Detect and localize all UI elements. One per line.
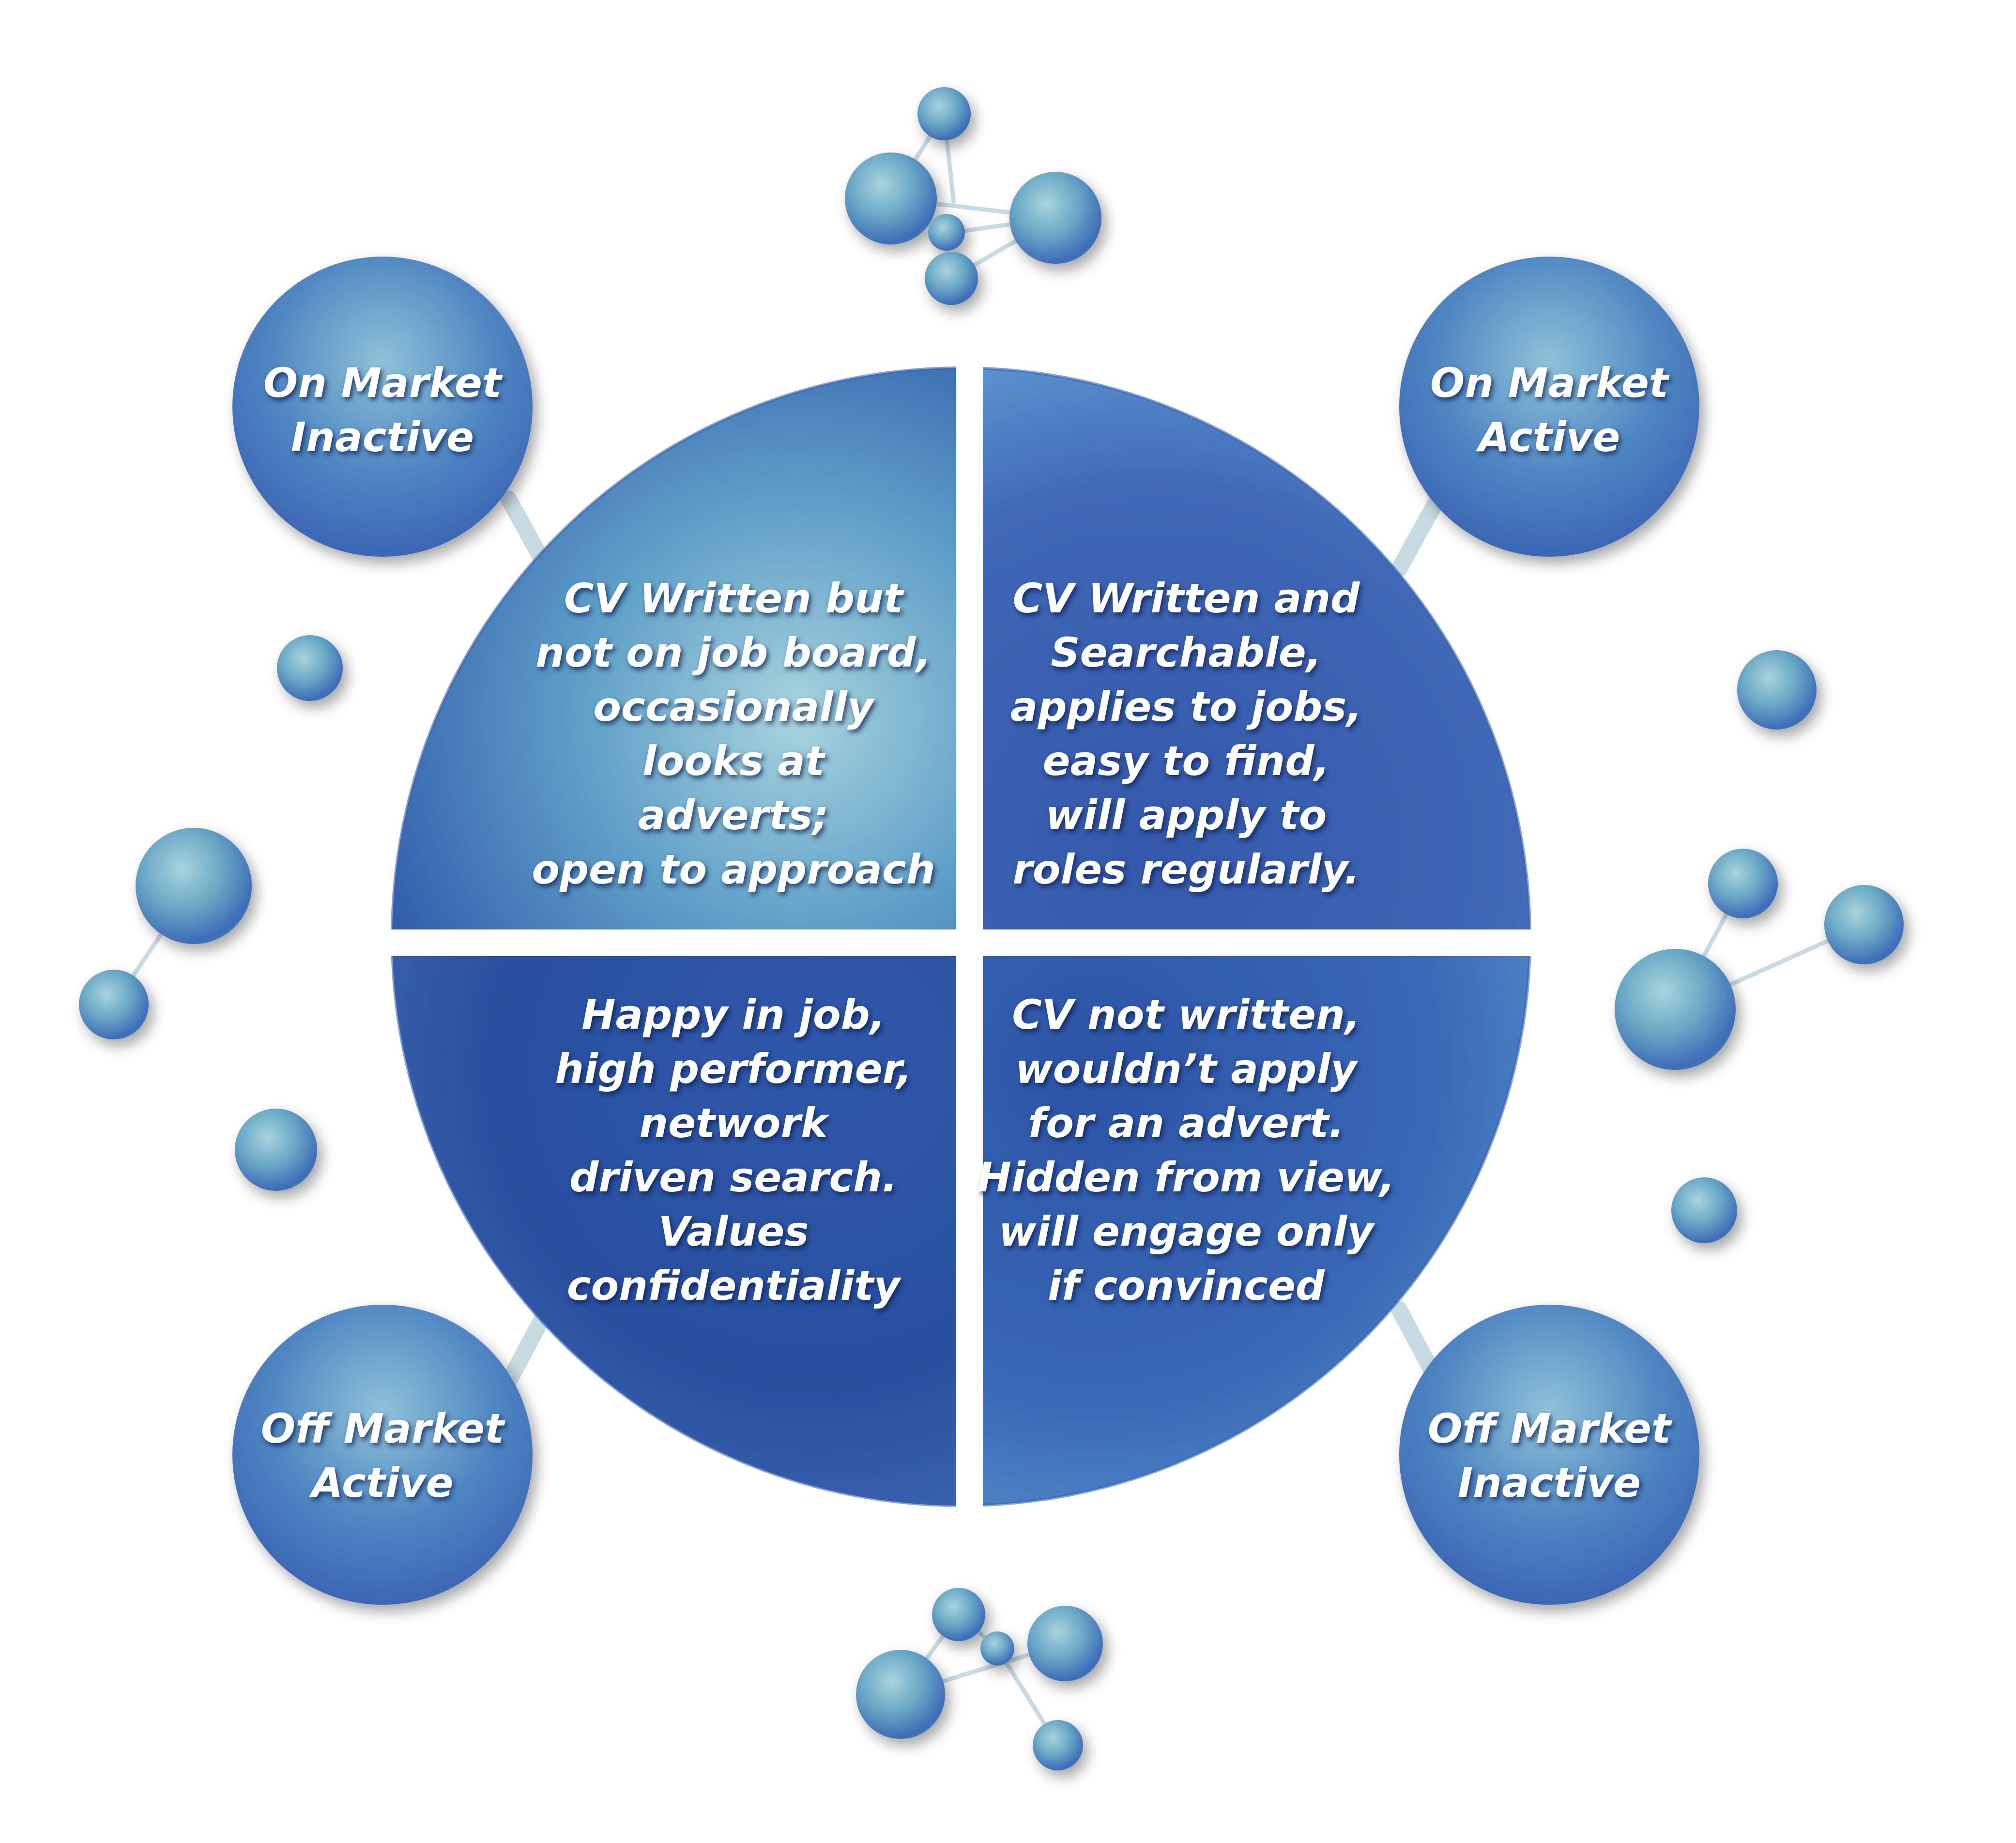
quadrant-circle	[392, 368, 1530, 1506]
bubble-label-top-right: On Market Active	[1430, 359, 1669, 461]
molecule-left	[79, 828, 252, 1039]
bubble-label-bottom-right: Off Market Inactive	[1427, 1405, 1671, 1507]
bubble-top-right	[1399, 257, 1699, 557]
molecule-sphere	[845, 152, 937, 244]
quadrant-text-top-right: CV Written and Searchable, applies to jo…	[1010, 575, 1362, 893]
molecule-sphere	[1009, 172, 1101, 264]
molecule-sphere	[932, 1588, 985, 1641]
bubble-top-left	[232, 257, 533, 557]
divider-horizontal	[382, 929, 1554, 956]
molecule-sphere	[79, 970, 149, 1039]
molecule-sphere	[1033, 1720, 1083, 1770]
floating-sphere	[235, 1109, 317, 1191]
molecule-bottom	[856, 1588, 1103, 1770]
floating-sphere	[1737, 650, 1817, 730]
floating-spheres	[235, 635, 1817, 1243]
bubble-bottom-right	[1399, 1305, 1699, 1605]
molecule-sphere	[856, 1650, 945, 1739]
molecule-sphere	[1027, 1606, 1103, 1681]
molecule-sphere	[1708, 849, 1778, 918]
connector-top-right	[1391, 490, 1446, 577]
bubble-label-top-left: On Market Inactive	[263, 359, 502, 461]
bubble-label-bottom-left: Off Market Active	[260, 1405, 504, 1507]
molecule-sphere	[925, 252, 978, 305]
molecule-right	[1615, 849, 1904, 1070]
quadrant-text-bottom-left: Happy in job, high performer, network dr…	[555, 991, 912, 1310]
molecule-sphere	[1615, 949, 1736, 1070]
quadrant-text-top-left: CV Written but not on job board, occasio…	[532, 575, 935, 893]
bubble-bottom-left	[232, 1305, 533, 1605]
quadrant-text-bottom-right: CV not written, wouldn’t apply for an ad…	[977, 991, 1395, 1310]
floating-sphere	[1671, 1177, 1737, 1243]
molecule-sphere	[928, 214, 965, 251]
floating-sphere	[277, 635, 343, 701]
molecule-sphere	[1824, 885, 1904, 964]
molecule-sphere	[917, 87, 971, 140]
molecule-sphere	[136, 828, 252, 944]
corner-bubbles	[232, 257, 1699, 1605]
molecule-sphere	[980, 1631, 1014, 1665]
molecule-top	[845, 87, 1101, 305]
